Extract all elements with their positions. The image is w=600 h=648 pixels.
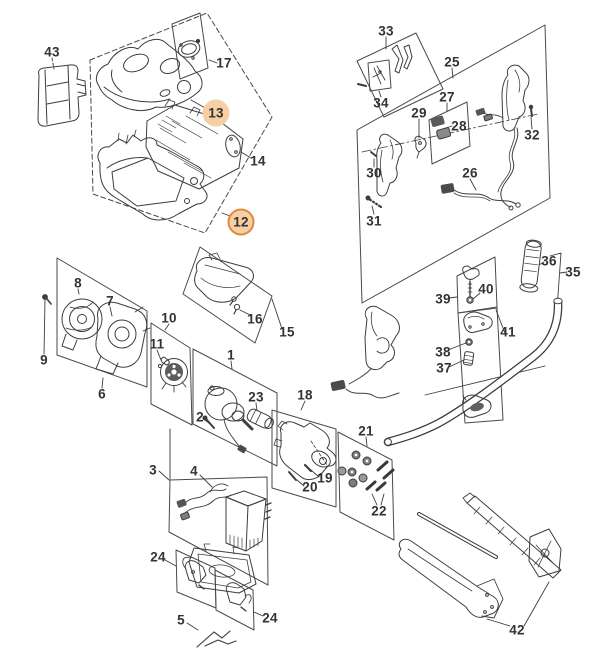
part-drawing-contactor-24-right [225, 582, 252, 612]
part-callout-39[interactable]: 39 [435, 291, 451, 307]
part-callout-35[interactable]: 35 [565, 264, 581, 280]
group-box-24-right [214, 569, 255, 631]
part-callout-13[interactable]: 13 [202, 99, 230, 127]
part-callout-24[interactable]: 24 [150, 549, 166, 565]
part-callout-37[interactable]: 37 [436, 360, 452, 376]
part-callout-26[interactable]: 26 [462, 165, 478, 181]
part-callout-2[interactable]: 2 [196, 409, 204, 425]
part-drawing-wire-26 [440, 183, 521, 208]
part-callout-30[interactable]: 30 [366, 165, 382, 181]
part-drawing-lower-housing-12 [97, 129, 208, 221]
group-box-18 [271, 409, 337, 508]
part-callout-34[interactable]: 34 [373, 95, 389, 111]
group-box-21 [337, 431, 395, 541]
part-callout-9[interactable]: 9 [40, 352, 48, 368]
part-drawing-contactor-24-left [182, 556, 207, 590]
part-callout-21[interactable]: 21 [358, 423, 374, 439]
part-callout-41[interactable]: 41 [500, 324, 516, 340]
part-drawing-handlebar-tube [383, 297, 563, 447]
part-callout-28[interactable]: 28 [451, 118, 467, 134]
part-drawing-trigger-30-31 [365, 133, 403, 209]
part-callout-7[interactable]: 7 [106, 293, 114, 309]
part-callout-14[interactable]: 14 [250, 153, 266, 169]
group-boxes [56, 12, 551, 631]
part-drawing-seal-14 [225, 134, 241, 158]
part-callout-42[interactable]: 42 [509, 622, 525, 638]
part-drawing-spring-5 [196, 630, 237, 648]
part-drawing-pawl-29 [414, 135, 427, 159]
part-callout-17[interactable]: 17 [216, 55, 232, 71]
group-box-39 [456, 256, 498, 314]
part-drawing-spring-37 [462, 351, 475, 366]
part-callout-29[interactable]: 29 [411, 105, 427, 121]
part-drawing-coupler-23 [246, 408, 274, 430]
part-callout-25[interactable]: 25 [444, 54, 460, 70]
part-callout-11[interactable]: 11 [149, 336, 165, 352]
part-drawing-43 [37, 64, 87, 127]
part-drawing-17-gasket [177, 38, 201, 60]
part-callout-20[interactable]: 20 [302, 479, 318, 495]
part-callout-31[interactable]: 31 [366, 213, 382, 229]
part-callout-27[interactable]: 27 [439, 89, 455, 105]
part-callout-38[interactable]: 38 [435, 344, 451, 360]
part-drawing-right-handle [475, 64, 534, 211]
part-callout-19[interactable]: 19 [317, 470, 333, 486]
part-drawing-wingscrew-39-40 [462, 265, 480, 304]
part-callout-12[interactable]: 12 [227, 208, 255, 236]
part-callout-40[interactable]: 40 [478, 281, 494, 297]
part-drawing-gearbox-18 [273, 420, 337, 481]
part-callout-3[interactable]: 3 [149, 462, 157, 478]
part-callout-23[interactable]: 23 [248, 389, 264, 405]
part-callout-32[interactable]: 32 [524, 127, 540, 143]
group-box-33 [356, 32, 444, 118]
part-drawing-clamp-upper-41 [463, 311, 493, 333]
group-box-6 [56, 257, 148, 388]
part-drawing-clamp-lower [462, 394, 492, 418]
group-box-25 [356, 24, 551, 304]
part-drawing-grip-36 [519, 239, 542, 293]
part-callout-6[interactable]: 6 [98, 386, 106, 402]
part-callout-16[interactable]: 16 [247, 311, 263, 327]
group-box-10 [150, 322, 193, 426]
part-callout-5[interactable]: 5 [177, 612, 185, 628]
part-callout-22[interactable]: 22 [371, 503, 387, 519]
group-box-housing-dashed [89, 12, 273, 234]
part-drawing-fasteners-21-22 [337, 450, 395, 492]
part-drawing-chassis [145, 99, 244, 190]
group-box-17 [171, 12, 209, 80]
part-drawing-filter-15-16 [194, 252, 254, 315]
part-drawing-fan-8 [61, 298, 103, 351]
part-callout-33[interactable]: 33 [378, 23, 394, 39]
part-drawing-upper-housing-13 [95, 38, 203, 111]
group-box-1 [192, 348, 278, 467]
part-drawing-switch-27-28 [430, 115, 452, 140]
group-box-15 [182, 246, 273, 344]
part-drawing-nut-38 [465, 338, 473, 346]
part-callout-4[interactable]: 4 [190, 463, 198, 479]
part-callout-10[interactable]: 10 [161, 310, 177, 326]
group-box-3 [168, 476, 269, 586]
part-callout-15[interactable]: 15 [279, 324, 295, 340]
part-drawing-levers-33-34 [357, 44, 413, 87]
group-box-27 [428, 101, 471, 165]
part-drawing-screw-2 [202, 415, 215, 429]
part-callout-18[interactable]: 18 [297, 387, 313, 403]
part-drawing-fan-housing-7 [95, 301, 151, 375]
part-drawing-screw-9 [42, 294, 52, 305]
part-drawing-tray-3 [188, 543, 257, 594]
group-box-34 [367, 59, 392, 92]
part-drawing-left-handle-35 [330, 305, 400, 399]
part-callout-36[interactable]: 36 [541, 253, 557, 269]
part-callout-24[interactable]: 24 [262, 610, 278, 626]
part-callout-8[interactable]: 8 [74, 275, 82, 291]
part-callout-1[interactable]: 1 [227, 347, 235, 363]
part-drawing-flywheel-10-11 [157, 356, 188, 393]
part-drawing-module [225, 490, 272, 552]
part-drawing-drive-tube-42 [398, 492, 562, 619]
part-callout-43[interactable]: 43 [44, 44, 60, 60]
part-drawing-motor-1 [204, 385, 254, 454]
